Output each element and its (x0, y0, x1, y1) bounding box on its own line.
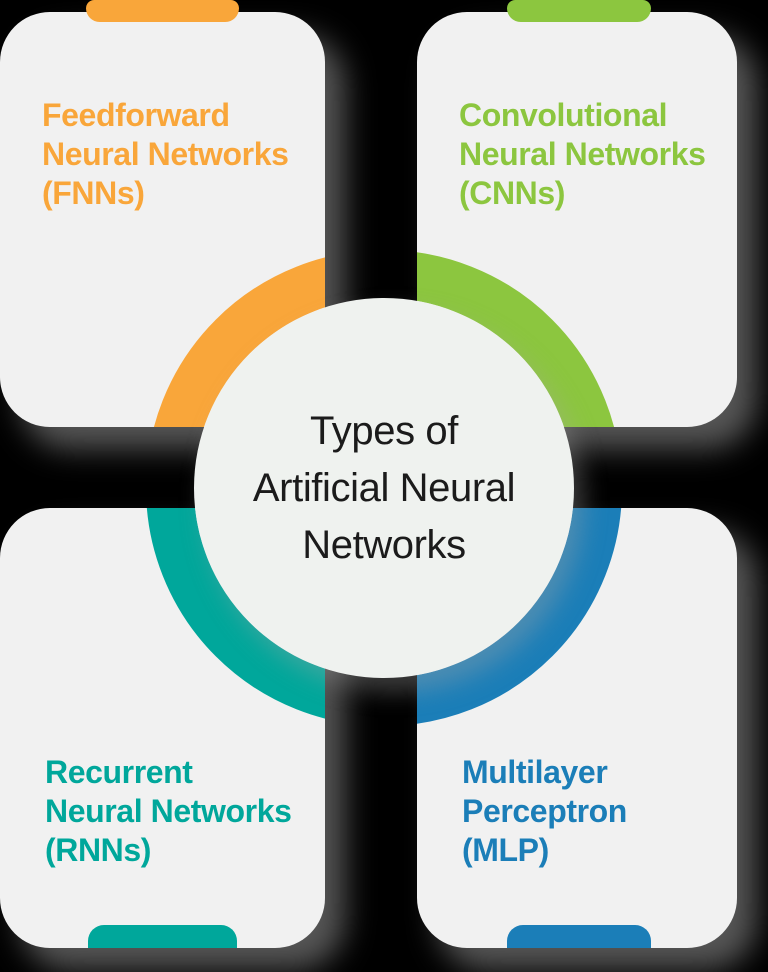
diagram-title-line: Artificial Neural (252, 465, 516, 510)
card-feedforward: Feedforward Neural Networks (FNNs) (0, 12, 325, 427)
card-label-line: (FNNs) (42, 175, 145, 211)
card-label-line: Recurrent (45, 754, 193, 790)
card-label-line: Perceptron (462, 793, 627, 829)
card-label-line: Convolutional (459, 97, 668, 133)
card-label-line: (MLP) (462, 832, 549, 868)
card-label-feedforward: Feedforward Neural Networks (FNNs) (42, 96, 289, 213)
card-label-line: Neural Networks (459, 136, 706, 172)
center-circle: Types of Artificial Neural Networks (194, 298, 574, 678)
diagram-title: Types of Artificial Neural Networks (252, 403, 516, 574)
card-label-line: Multilayer (462, 754, 608, 790)
card-tab-multilayer-perceptron (507, 925, 651, 948)
card-label-recurrent: Recurrent Neural Networks (RNNs) (45, 753, 292, 870)
card-label-line: Neural Networks (45, 793, 292, 829)
diagram-title-line: Types of (309, 408, 458, 453)
card-label-multilayer-perceptron: Multilayer Perceptron (MLP) (462, 753, 627, 870)
card-tab-feedforward (86, 0, 239, 22)
card-tab-convolutional (507, 0, 651, 22)
card-label-line: (CNNs) (459, 175, 566, 211)
card-label-line: Feedforward (42, 97, 230, 133)
diagram-title-line: Networks (302, 522, 466, 567)
card-tab-recurrent (88, 925, 237, 948)
card-label-line: (RNNs) (45, 832, 152, 868)
card-label-line: Neural Networks (42, 136, 289, 172)
card-label-convolutional: Convolutional Neural Networks (CNNs) (459, 96, 706, 213)
